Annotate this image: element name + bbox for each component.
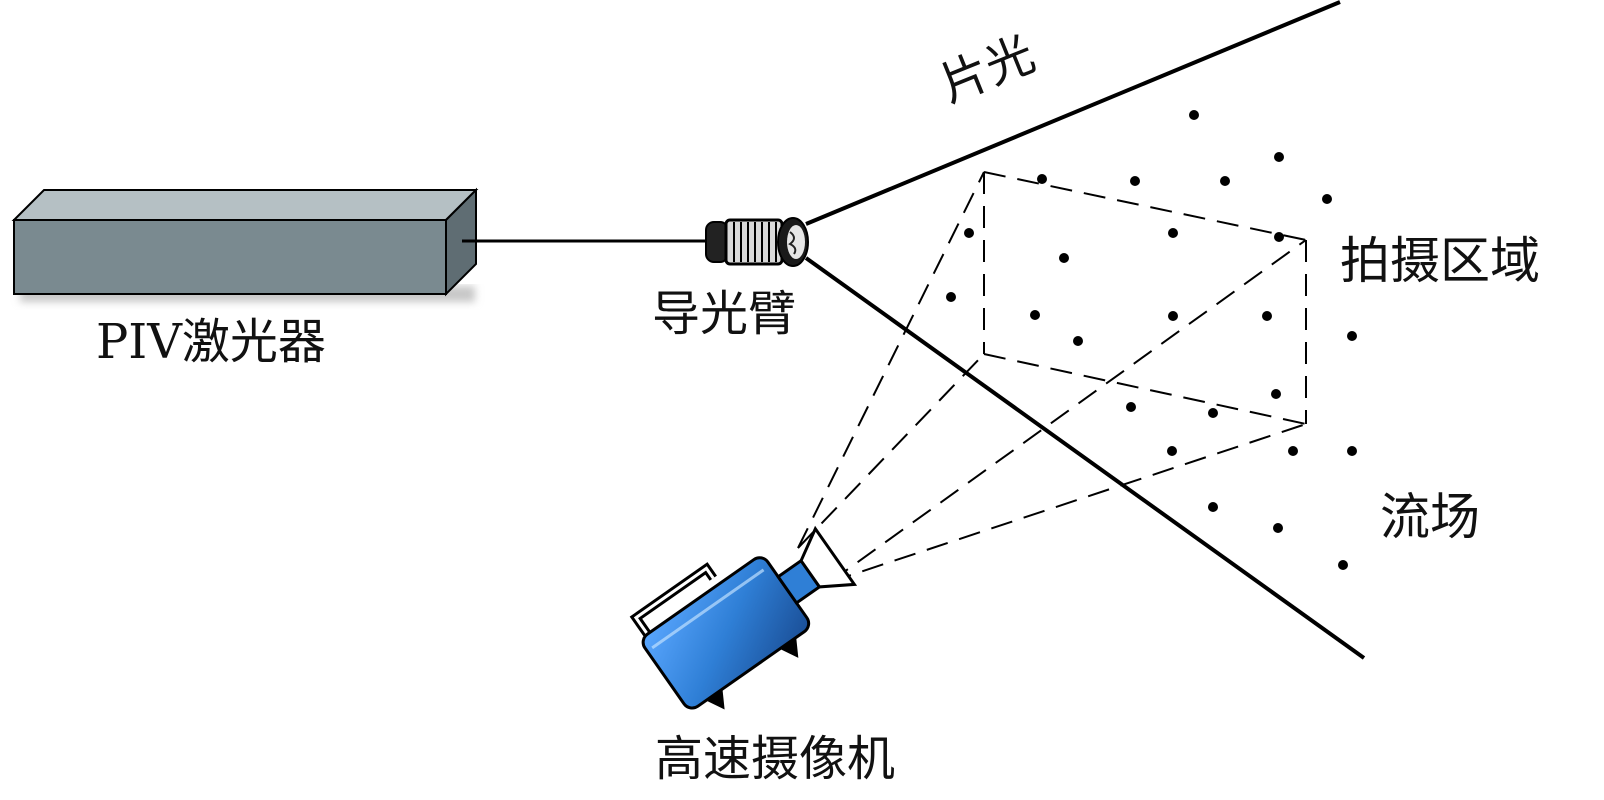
flow-field-label: 流场 — [1380, 488, 1480, 546]
light-sheet-upper-edge — [805, 0, 1341, 226]
camera-foot — [779, 637, 799, 658]
particle — [1073, 336, 1083, 346]
particle — [1168, 311, 1178, 321]
particle — [1273, 523, 1283, 533]
capture-region-label: 拍摄区域 — [1340, 232, 1540, 290]
particle — [1208, 408, 1218, 418]
particle — [1126, 402, 1136, 412]
camera-lens-hood — [799, 525, 858, 589]
high-speed-camera — [629, 525, 858, 710]
camera-view-cone — [797, 171, 1307, 583]
particle — [1338, 560, 1348, 570]
particle — [1271, 389, 1281, 399]
laser-front-face — [13, 219, 447, 295]
light-sheet-lower-edge — [804, 256, 1366, 660]
particle — [1274, 152, 1284, 162]
tracer-particles — [946, 110, 1357, 570]
particle — [1030, 310, 1040, 320]
particle — [946, 292, 956, 302]
particle — [1262, 311, 1272, 321]
capture-region-box — [983, 171, 1307, 425]
camera-foot — [706, 688, 725, 710]
laser-label: PIV激光器 — [96, 314, 326, 370]
particle — [1347, 446, 1357, 456]
particle — [1220, 176, 1230, 186]
particle — [1347, 331, 1357, 341]
particle — [1037, 174, 1047, 184]
particle — [1167, 446, 1177, 456]
particle — [1168, 228, 1178, 238]
camera-label: 高速摄像机 — [655, 731, 896, 787]
particle — [1274, 232, 1284, 242]
light-arm-label: 导光臂 — [652, 286, 797, 342]
particle — [1189, 110, 1199, 120]
light-arm-head — [705, 217, 809, 267]
particle — [1322, 194, 1332, 204]
particle — [1059, 253, 1069, 263]
particle — [964, 228, 974, 238]
particle — [1288, 446, 1298, 456]
laser-top-face — [11, 189, 479, 221]
particle — [1130, 176, 1140, 186]
piv-laser — [11, 187, 479, 302]
particle — [1208, 502, 1218, 512]
